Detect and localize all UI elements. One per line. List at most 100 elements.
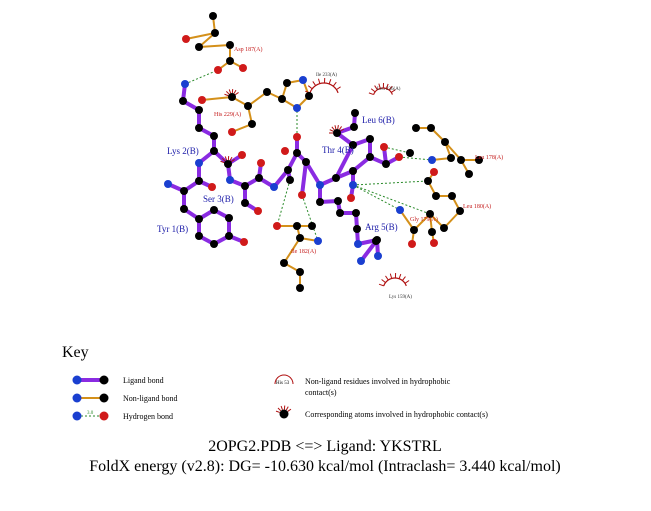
key-corresponding-atoms-label: Corresponding atoms involved in hydropho… (305, 410, 488, 419)
bond (201, 96, 233, 101)
arc-spoke (401, 276, 406, 281)
carbon-atom (427, 124, 435, 132)
oxygen-atom (254, 207, 262, 215)
bond (444, 141, 462, 161)
bond (352, 180, 429, 186)
carbon-atom (283, 79, 291, 87)
label-ile182: Ile 182(A) (291, 248, 316, 255)
oxygen-atom (182, 35, 190, 43)
bond (334, 144, 355, 179)
label-leu178: Leu 178(A) (475, 154, 503, 161)
carbon-atom (228, 93, 236, 101)
arc-spoke (368, 92, 374, 96)
arc-spoke (385, 275, 389, 281)
arc-spoke (336, 86, 341, 91)
carbon-atom (211, 29, 219, 37)
atom-spike (234, 92, 239, 96)
carbon-atom (440, 224, 448, 232)
carbon-atom (424, 177, 432, 185)
carbon-atom (224, 160, 232, 168)
carbon-atom (241, 199, 249, 207)
oxygen-atom (228, 128, 236, 136)
carbon-atom (210, 132, 218, 140)
arc-spoke (385, 83, 389, 89)
arc-spoke (370, 88, 376, 93)
label-thr4: Thr 4(B) (322, 145, 354, 155)
bond (185, 32, 216, 40)
atom-spike (228, 89, 232, 94)
carbon-atom (225, 232, 233, 240)
atom-spike (233, 89, 237, 94)
nitrogen-atom (270, 183, 278, 191)
carbon-atom (333, 129, 341, 137)
arc-spoke (328, 79, 332, 85)
carbon-atom (180, 205, 188, 213)
label-arg5: Arg 5(B) (365, 222, 398, 232)
bond (304, 160, 322, 187)
key-atom-spike (277, 407, 282, 412)
carbon-atom (332, 174, 340, 182)
carbon-atom (255, 174, 263, 182)
carbon-atom (225, 214, 233, 222)
carbon-atom (248, 120, 256, 128)
carbon-atom (241, 182, 249, 190)
key-hbond-n-atom (72, 411, 82, 421)
key-corresponding-atom-spikes (275, 405, 292, 413)
carbon-atom (195, 177, 203, 185)
label-tyr1: Tyr 1(B) (157, 224, 188, 234)
carbon-atom (226, 41, 234, 49)
key-atom-spike (280, 405, 283, 410)
atom-spike (338, 126, 342, 131)
carbon-atom (180, 187, 188, 195)
label-leu236: Leu 236(A) (377, 87, 401, 92)
atom-spike (334, 125, 337, 130)
oxygen-atom (408, 240, 416, 248)
key-corresponding-atom (279, 409, 289, 419)
carbon-atom (406, 149, 414, 157)
bond (398, 156, 433, 161)
carbon-atom (349, 167, 357, 175)
carbon-atom (448, 192, 456, 200)
hydrophobic-labels: Ile 233(A) Leu 236(A) Lys 159(A) (316, 73, 412, 300)
arc-spoke (398, 273, 402, 279)
key-atom-spike (287, 408, 292, 412)
nitrogen-atom (181, 80, 189, 88)
nitrogen-atom (164, 180, 172, 188)
nitrogen-atom (293, 104, 301, 112)
arc-spoke (378, 283, 384, 287)
key-legend: Key Ligand bond Non-ligand bond 3.0 Hydr… (62, 344, 488, 421)
oxygen-atom (214, 66, 222, 74)
key-hbond-label: Hydrogen bond (123, 412, 173, 421)
label-lys159: Lys 159(A) (389, 295, 412, 300)
lys159-arc (383, 277, 407, 287)
carbon-atom (293, 222, 301, 230)
arc-spoke (307, 85, 313, 90)
carbon-atom (244, 102, 252, 110)
arc-spoke (388, 85, 393, 91)
oxygen-atom (430, 168, 438, 176)
atom-spike (225, 90, 230, 95)
carbon-atom (195, 232, 203, 240)
carbon-atom (195, 215, 203, 223)
carbon-atom (316, 198, 324, 206)
carbon-atom (308, 222, 316, 230)
nitrogen-atom (374, 252, 382, 260)
arc-spoke (312, 81, 317, 86)
carbon-atom (366, 153, 374, 161)
bond (300, 161, 308, 196)
key-ligand-n-atom (72, 375, 82, 385)
label-ile233: Ile 233(A) (316, 73, 337, 78)
key-nonligand-n-atom (72, 393, 82, 403)
carbon-atom (195, 43, 203, 51)
atom-spike (221, 157, 226, 162)
key-ligand-bond-label: Ligand bond (123, 376, 164, 385)
key-atom-spike (285, 406, 289, 411)
carbon-atom (302, 158, 310, 166)
nitrogen-atom (316, 181, 324, 189)
bond (352, 184, 431, 215)
carbon-atom (412, 124, 420, 132)
carbon-atom (410, 226, 418, 234)
carbon-atom (475, 156, 483, 164)
carbon-atom (280, 259, 288, 267)
carbon-atom (209, 12, 217, 20)
